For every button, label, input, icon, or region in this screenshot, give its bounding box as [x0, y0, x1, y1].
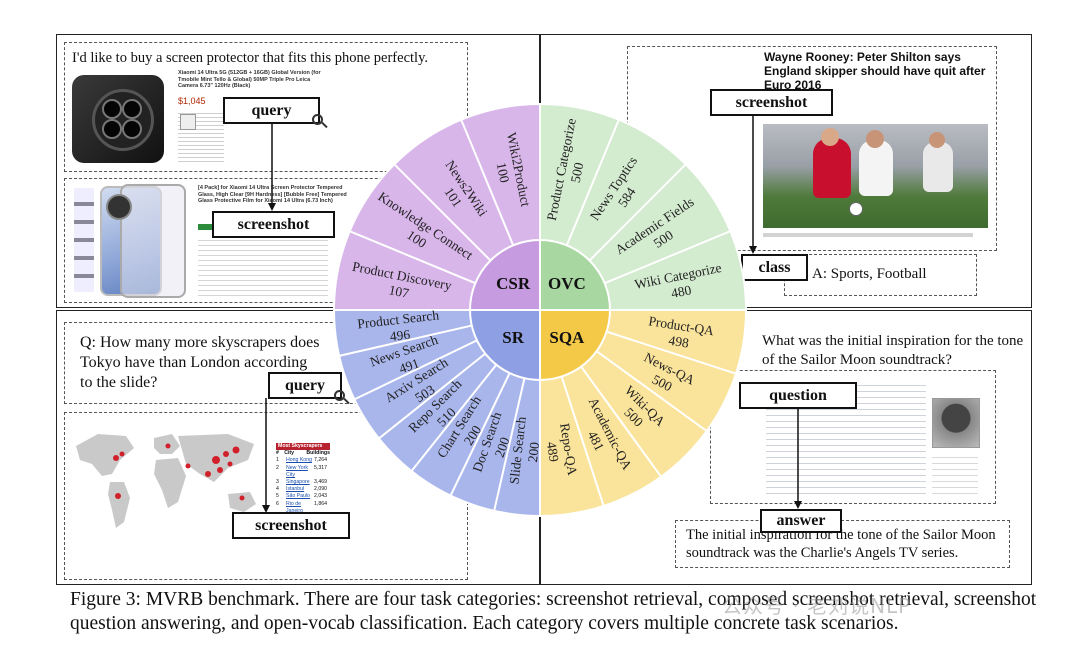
sector-divider — [410, 364, 498, 472]
cell-city: New York City — [286, 464, 308, 478]
csr-screenshot-tag: screenshot — [212, 211, 335, 238]
wheel-item-count: 480 — [670, 282, 693, 301]
cell-buildings: 2,090 — [314, 486, 327, 493]
sector-divider — [565, 119, 620, 246]
cell-buildings: 1,864 — [314, 500, 327, 507]
phone-image — [72, 75, 164, 163]
cell-rank: 5 — [276, 493, 279, 500]
ovc-answer-box — [784, 254, 977, 296]
cell-city: Hong Kong — [286, 457, 312, 464]
col-city: City — [284, 450, 295, 457]
cell-rank: 3 — [276, 479, 279, 486]
cell-buildings: 2,043 — [314, 493, 327, 500]
table-row: 4 Istanbul 2,090 — [276, 486, 330, 493]
cell-rank: 4 — [276, 486, 279, 493]
quadrant-sqa — [539, 309, 748, 518]
sr-query-tag: query — [268, 372, 342, 399]
wiki-photo — [932, 398, 980, 448]
cell-buildings: 5,317 — [314, 464, 327, 471]
world-map — [76, 434, 256, 528]
figure-caption: Figure 3: MVRB benchmark. There are four… — [70, 589, 1037, 634]
sqa-question-tag: question — [739, 382, 857, 409]
sector-divider — [588, 163, 687, 262]
sqa-answer-tag: answer — [760, 509, 842, 533]
sector-divider — [580, 366, 662, 478]
sr-question: Q: How many more skyscrapers does Tokyo … — [80, 334, 320, 391]
cell-city: São Paulo — [286, 493, 310, 500]
wheel-item-count: 107 — [387, 282, 410, 301]
table-row: 6 Rio de Janeiro 1,864 — [276, 501, 330, 515]
sqa-answer-box — [675, 520, 1010, 568]
sector-divider — [353, 339, 478, 401]
ovc-article-title: Wayne Rooney: Peter Shilton says England… — [764, 50, 986, 92]
wheel-item-count: 496 — [389, 327, 411, 344]
sector-divider — [604, 230, 731, 285]
cell-city: Singapore — [286, 479, 310, 486]
sector-divider — [460, 119, 515, 246]
ovc-class-tag: class — [741, 254, 808, 281]
cell-city: Rio de Janeiro — [286, 500, 304, 514]
col-rank: # — [276, 450, 279, 457]
table-row: 5 São Paulo 2,043 — [276, 493, 330, 500]
cell-buildings: 7,264 — [314, 457, 327, 464]
table-header: Most Skyscrapers — [276, 443, 330, 451]
protector-listing-details — [198, 236, 328, 298]
core-label: OVC — [548, 274, 586, 293]
wheel-item-count: 200 — [525, 441, 542, 463]
table-row: 2 New York City 5,317 — [276, 465, 330, 479]
sector-divider — [349, 230, 476, 285]
core-csr — [468, 238, 541, 311]
core-label: CSR — [496, 274, 531, 293]
table-row: 3 Singapore 3,469 — [276, 479, 330, 486]
sector-divider — [338, 324, 472, 357]
sector-divider — [378, 352, 486, 440]
watermark: 公众号 · 老刘说NLP — [722, 594, 912, 618]
sr-screenshot-tag: screenshot — [232, 512, 350, 539]
phone-listing-thumb — [180, 114, 196, 130]
col-buildings: Buildings — [306, 450, 330, 457]
cell-city: Istanbul — [286, 486, 305, 493]
wheel-item-count: 500 — [568, 161, 587, 184]
sqa-question: What was the initial inspiration for the… — [762, 333, 1024, 368]
sector-divider — [449, 372, 511, 497]
core-label: SQA — [549, 328, 585, 347]
core-label: SR — [502, 328, 524, 347]
sector-divider — [560, 376, 605, 507]
wheel-item-count: 489 — [544, 441, 562, 464]
cell-buildings: 3,469 — [314, 479, 327, 486]
wheel-item-count: 200 — [492, 435, 513, 459]
quadrant-sr — [332, 309, 541, 518]
csr-query-tag: query — [223, 97, 320, 124]
cell-rank: 6 — [276, 500, 279, 507]
core-ovc — [539, 238, 612, 311]
phone-listing-price: $1,045 — [178, 96, 206, 106]
cell-rank: 1 — [276, 457, 279, 464]
core-sr — [468, 309, 541, 382]
wiki-infobox — [932, 452, 978, 494]
sector-divider — [596, 350, 708, 432]
phone-listing-title: Xiaomi 14 Ultra 5G (512GB + 16GB) Global… — [178, 70, 321, 89]
football-photo — [763, 124, 988, 228]
wheel-item-count: 100 — [494, 161, 513, 184]
cell-rank: 2 — [276, 464, 279, 471]
core-sqa — [539, 309, 612, 382]
sector-divider — [606, 330, 737, 375]
screen-protector-image — [70, 182, 190, 298]
sector-divider — [393, 163, 492, 262]
magnifier-icon — [312, 114, 323, 125]
wheel-item-count: 491 — [397, 355, 421, 376]
sector-divider — [493, 378, 526, 512]
ovc-answer: A: Sports, Football — [812, 266, 927, 282]
magnifier-icon — [334, 390, 345, 401]
ovc-screenshot-tag: screenshot — [710, 89, 833, 116]
wheel-item-count: 498 — [668, 333, 691, 351]
photo-caption-line — [763, 233, 973, 237]
csr-query-text: I'd like to buy a screen protector that … — [72, 50, 429, 66]
